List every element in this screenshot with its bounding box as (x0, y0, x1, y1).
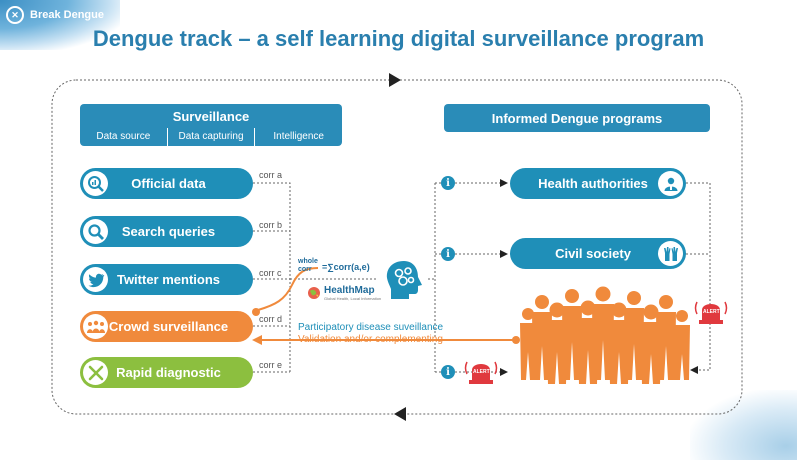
info-icon: i (441, 247, 455, 261)
source-label: Crowd surveillance (108, 319, 229, 334)
validation-note: Validation and/or complementing (298, 334, 443, 345)
alert-siren-icon: ALERT (462, 354, 500, 388)
source-label: Rapid diagnostic (116, 365, 221, 380)
crowd-icon (83, 314, 108, 339)
crowd-silhouette-icon (520, 280, 690, 384)
column-data-source: Data source (96, 131, 151, 142)
alert-text: ALERT (703, 309, 720, 315)
corr-label-e: corr e (259, 360, 283, 370)
healthmap-logo: HealthMap Global Health, Local Informati… (307, 285, 381, 301)
source-rapid-diagnostic: Rapid diagnostic (80, 357, 253, 388)
program-label: Health authorities (538, 176, 648, 191)
page-title: Dengue track – a self learning digital s… (92, 26, 705, 51)
intelligence-head-icon (382, 259, 426, 301)
healthmap-tagline: Global Health, Local Information (324, 296, 382, 301)
person-badge-icon (658, 171, 683, 196)
info-icon: i (441, 176, 455, 190)
alert-text: ALERT (473, 369, 490, 375)
source-search-queries: Search queries (80, 216, 253, 247)
corr-label-b: corr b (259, 220, 283, 230)
alert-siren-icon: ALERT (692, 294, 730, 328)
program-civil-society: Civil society (510, 238, 686, 269)
chart-magnifier-icon (83, 171, 108, 196)
surveillance-header: Surveillance (80, 104, 342, 128)
source-official-data: Official data (80, 168, 253, 199)
column-intelligence: Intelligence (254, 128, 342, 146)
source-label: Twitter mentions (116, 272, 221, 287)
corr-label-a: corr a (259, 170, 283, 180)
break-dengue-logo-icon: ✕ (6, 6, 24, 24)
corr-label-c: corr c (259, 268, 282, 278)
source-label: Search queries (121, 224, 216, 239)
info-icon: i (441, 365, 455, 379)
whole-corr-label: whole corr (298, 258, 318, 273)
source-label: Official data (131, 176, 206, 191)
brand: ✕ Break Dengue (6, 6, 104, 24)
raised-hands-icon (658, 241, 683, 266)
programs-header: Informed Dengue programs (444, 104, 710, 132)
source-twitter-mentions: Twitter mentions (80, 264, 253, 295)
surveillance-columns: Data source Data capturing Intelligence (80, 128, 342, 146)
connector-lines (51, 73, 743, 421)
formula-expression: =∑corr(a,e) (322, 262, 370, 272)
source-crowd-surveillance: Crowd surveillance (80, 311, 253, 342)
column-data-capturing: Data capturing (166, 128, 255, 146)
program-health-authorities: Health authorities (510, 168, 686, 199)
healthmap-name: HealthMap (324, 285, 375, 296)
globe-icon (308, 287, 320, 299)
loop-arrow-top (389, 73, 401, 87)
program-label: Civil society (555, 246, 631, 261)
tools-icon (83, 360, 108, 385)
brand-name: Break Dengue (30, 9, 104, 21)
loop-arrow-bottom (394, 407, 406, 421)
search-icon (83, 219, 108, 244)
corr-label-d: corr d (259, 314, 283, 324)
twitter-bird-icon (83, 267, 108, 292)
participatory-note: Participatory disease suveillance (298, 322, 444, 333)
